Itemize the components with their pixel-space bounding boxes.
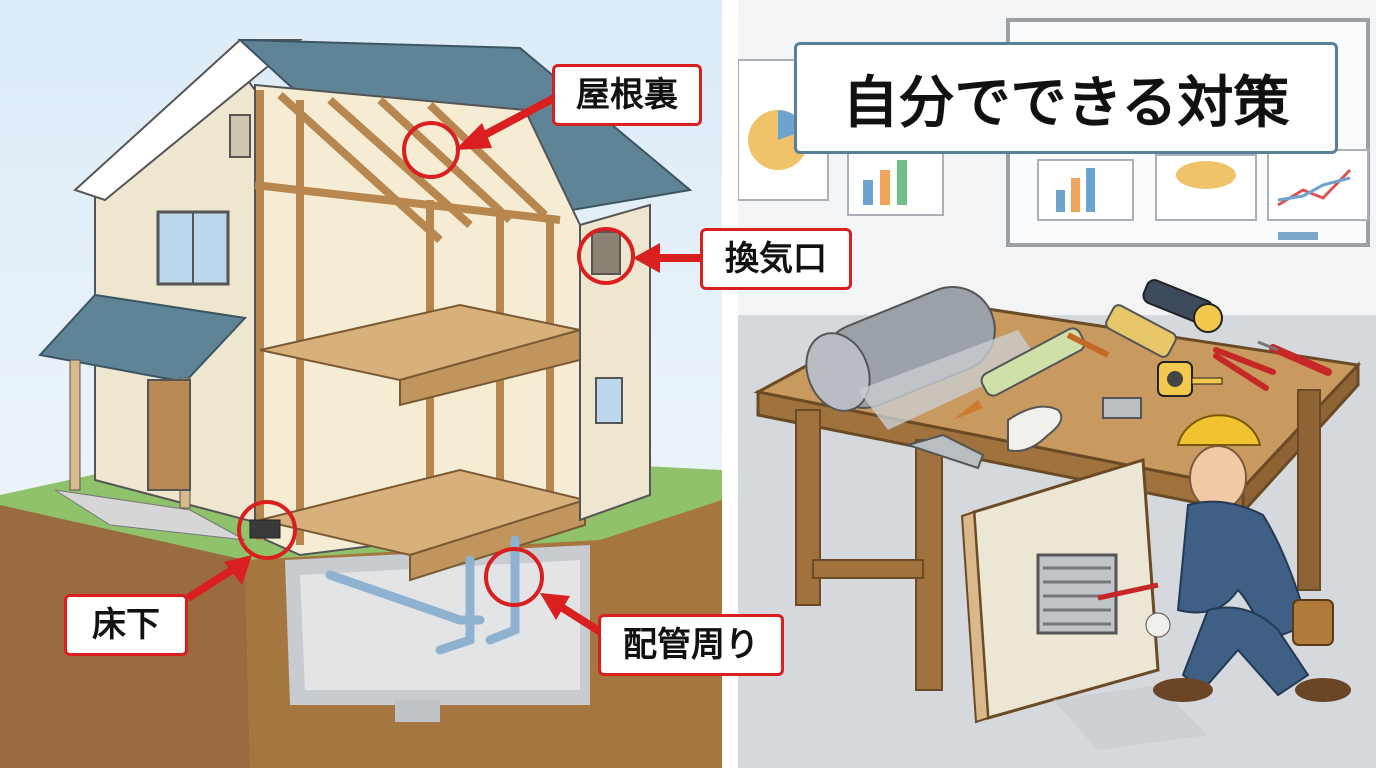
- screwdriver-icon: [1257, 340, 1332, 376]
- wire-mesh-roll-icon: [805, 286, 1038, 430]
- callout-arrows: [185, 91, 705, 642]
- water-pipes: [325, 535, 520, 655]
- house-cutaway-panel: [0, 0, 722, 768]
- vent-panel: [960, 458, 1160, 724]
- gable-vent-left: [229, 114, 251, 158]
- worker-figure: [1097, 414, 1351, 702]
- mesh-sheet-floor: [1053, 685, 1208, 750]
- flashlight-icon: [1142, 279, 1223, 333]
- porch-roof: [38, 293, 248, 384]
- work-gloves-icon: [1007, 405, 1063, 452]
- callout-attic-label: 屋根裏: [576, 75, 678, 115]
- tape-measure-icon: [1157, 361, 1223, 397]
- front-door: [147, 379, 191, 491]
- callout-underfloor-label: 床下: [92, 605, 160, 645]
- callout-vent-label: 換気口: [725, 239, 827, 279]
- caulk-gun-icon: [953, 327, 1110, 420]
- title-box: 自分でできる対策: [794, 42, 1338, 154]
- callout-vent: 換気口: [700, 228, 852, 290]
- callout-piping-label: 配管周り: [623, 625, 759, 665]
- pliers-icon: [1213, 347, 1276, 391]
- sanding-block: [1102, 397, 1142, 419]
- highlight-circles: [237, 121, 635, 607]
- attic-circle: [402, 121, 460, 179]
- house-cutaway-illustration: [0, 0, 722, 768]
- vent-circle: [577, 227, 635, 285]
- underfloor-circle: [237, 500, 297, 560]
- panel-divider: [722, 0, 738, 768]
- panel-title: 自分でできる対策: [842, 70, 1290, 136]
- callout-piping: 配管周り: [598, 614, 784, 676]
- callout-attic: 屋根裏: [552, 64, 702, 126]
- callout-underfloor: 床下: [64, 594, 188, 656]
- putty-tube-icon: [1105, 304, 1177, 358]
- side-vent: [591, 231, 621, 275]
- putty-knife-icon: [904, 433, 985, 470]
- piping-circle: [484, 547, 544, 607]
